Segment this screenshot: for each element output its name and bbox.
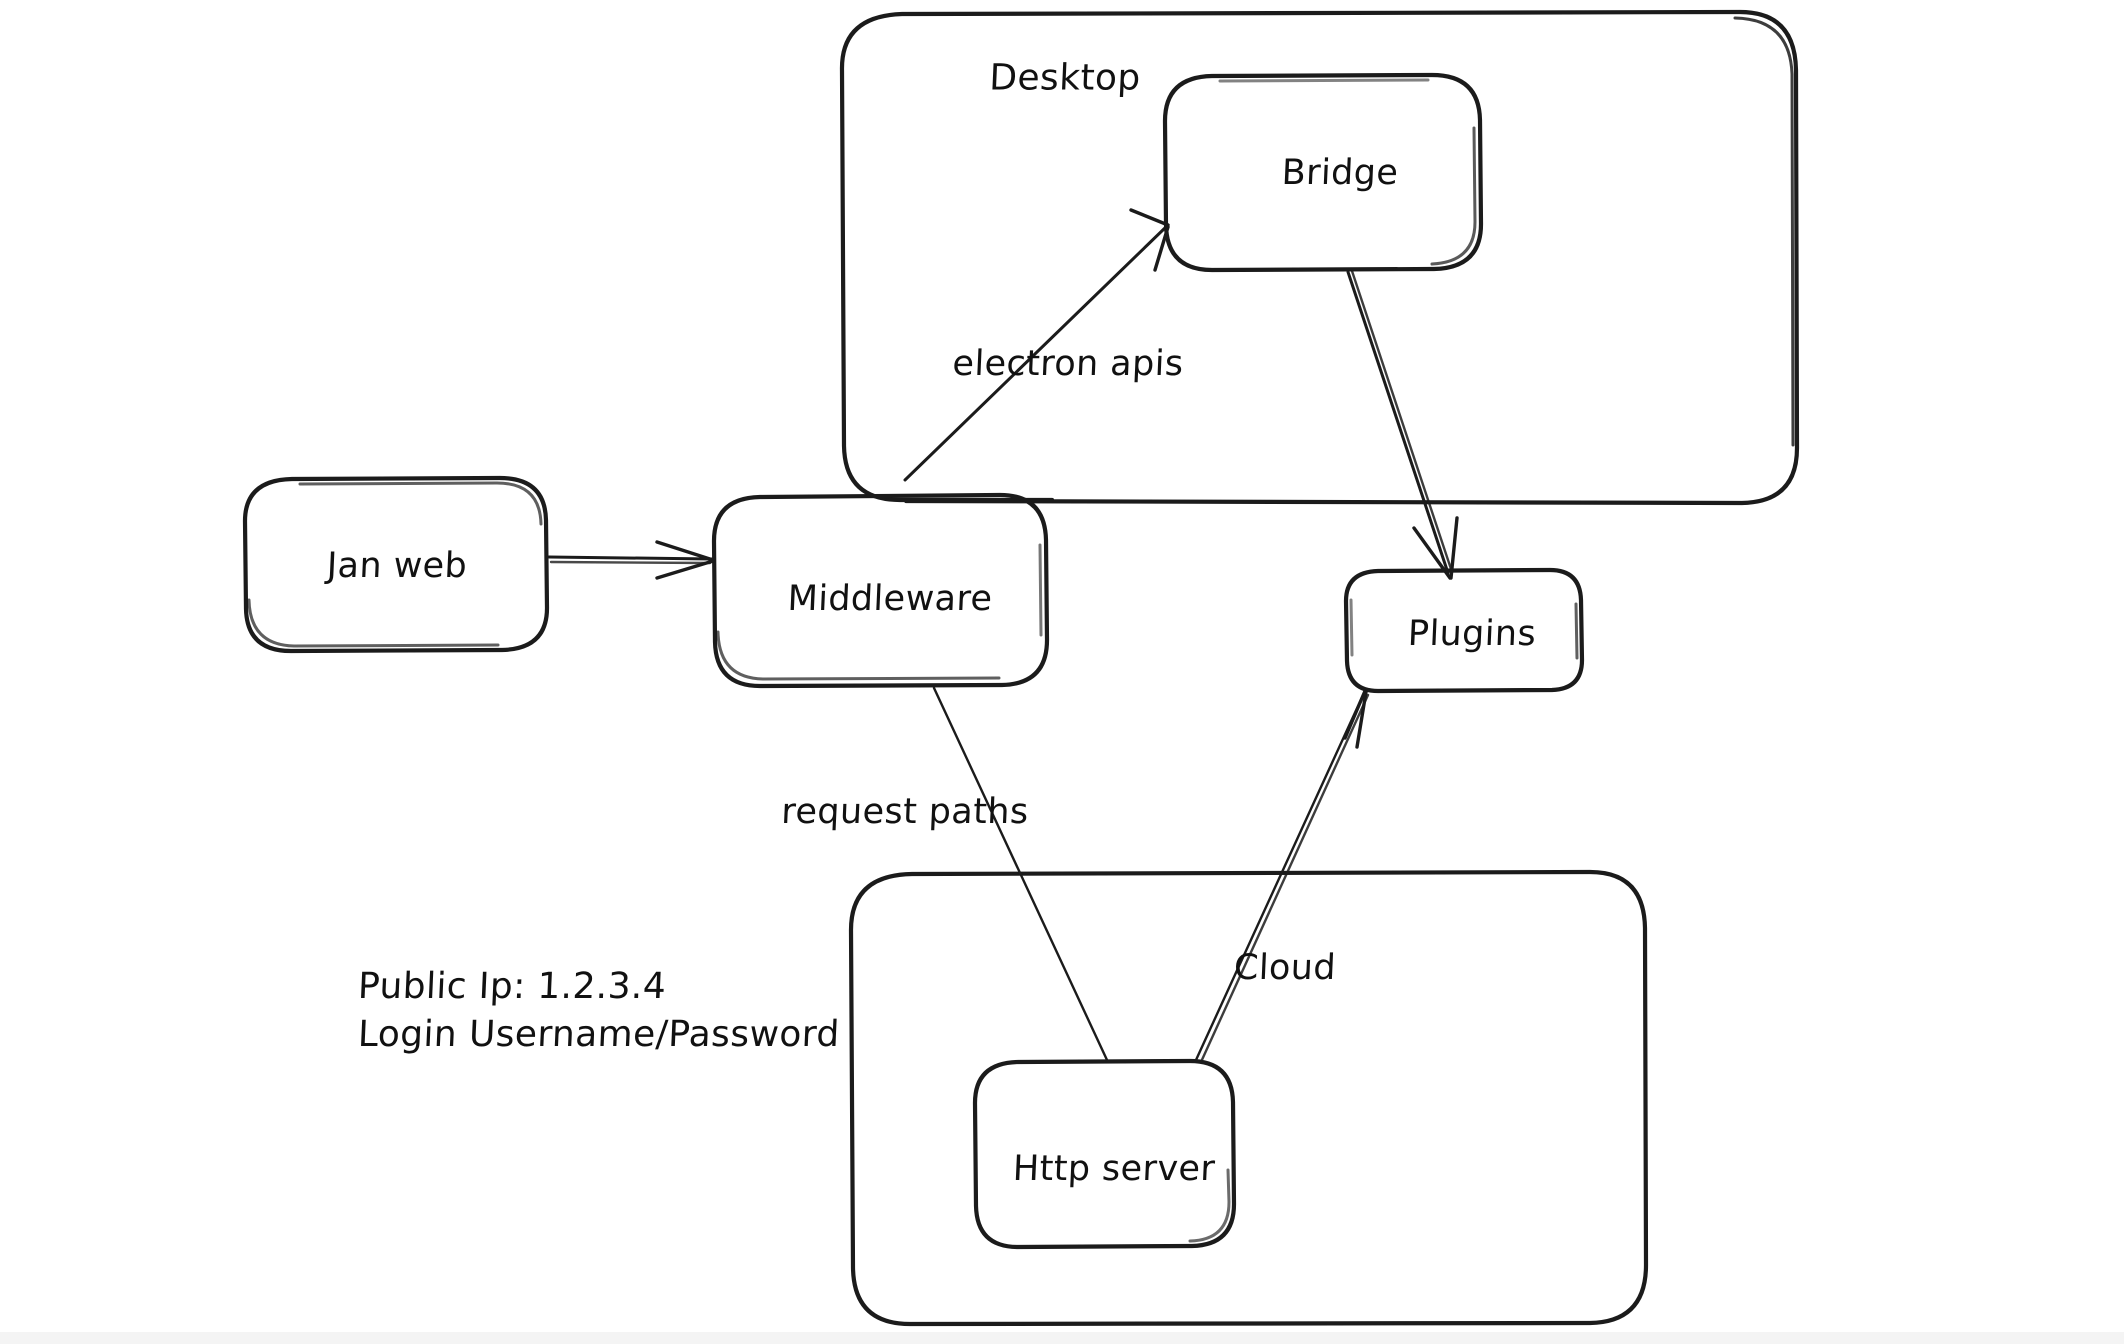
group-label-desktop: Desktop [988, 57, 1142, 99]
edge-bridge-plugins [1346, 269, 1459, 580]
note-login-credentials: Login Username/Password [357, 1014, 841, 1055]
edge-label-electron-apis: electron apis [951, 344, 1185, 384]
node-middleware[interactable] [711, 492, 1050, 689]
group-cloud [848, 869, 1649, 1327]
node-label-plugins: Plugins [1407, 614, 1537, 654]
node-http-server[interactable] [972, 1058, 1237, 1250]
node-label-jan-web: Jan web [325, 546, 469, 586]
node-label-bridge: Bridge [1280, 153, 1400, 193]
note-public-ip: Public Ip: 1.2.3.4 [357, 966, 668, 1007]
node-label-middleware: Middleware [786, 579, 994, 619]
edge-janweb-middleware [547, 540, 715, 580]
edge-label-request-paths: request paths [780, 792, 1030, 832]
node-label-http-server: Http server [1011, 1149, 1217, 1189]
node-plugins[interactable] [1343, 567, 1585, 694]
edge-middleware-bridge [903, 208, 1170, 482]
node-bridge[interactable] [1162, 72, 1484, 273]
node-jan-web[interactable] [242, 475, 550, 654]
edge-middleware-httpserver [932, 686, 1109, 1062]
group-label-cloud: Cloud [1233, 948, 1337, 988]
bottom-edge-strip [0, 1332, 2124, 1344]
edge-httpserver-plugins [1194, 689, 1370, 1064]
group-desktop [839, 9, 1800, 506]
